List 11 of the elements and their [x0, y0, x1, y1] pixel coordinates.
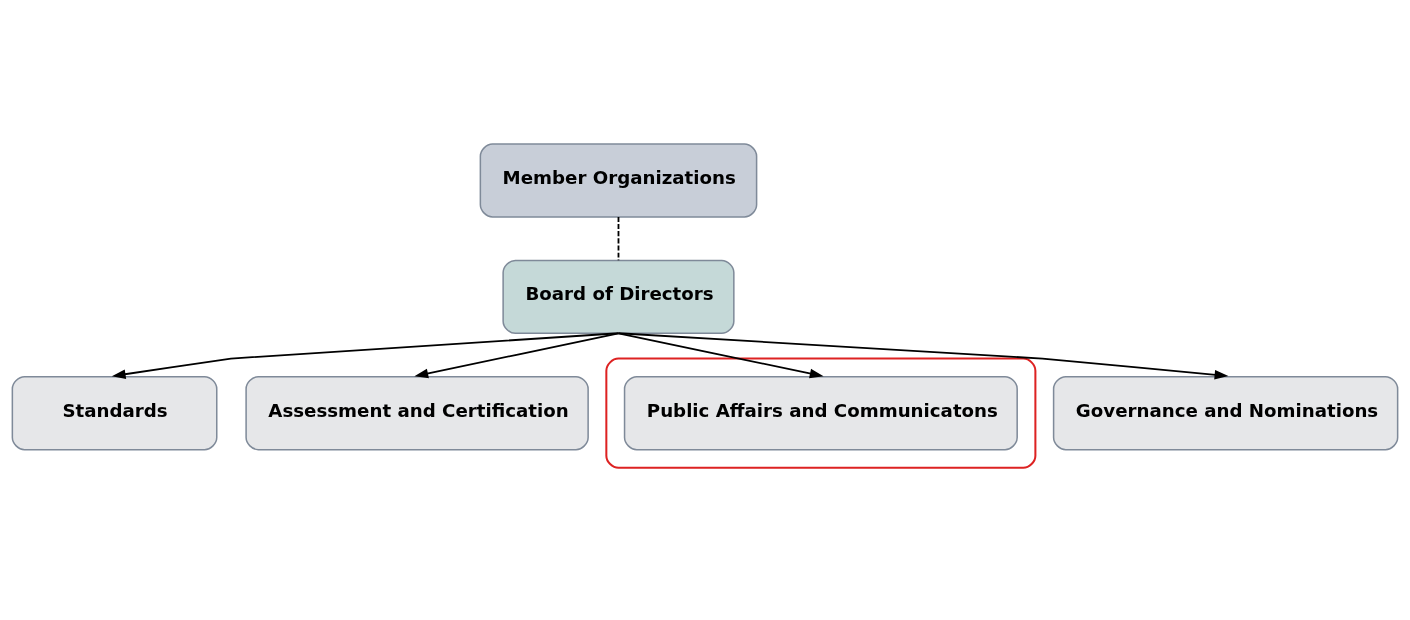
node-box: Governance and Nominations	[1052, 376, 1399, 451]
node-box: Assessment and Certification	[245, 376, 589, 451]
node-box: Member Organizations	[479, 143, 758, 218]
node-box: Public Affairs and Communicatons	[623, 376, 1018, 451]
arrow	[617, 332, 1229, 380]
arrow	[111, 332, 620, 379]
cluster	[605, 357, 1037, 469]
arrow	[617, 332, 824, 379]
arrow	[414, 332, 620, 379]
node-box: Standards	[11, 376, 218, 451]
node-box: Board of Directors	[502, 259, 735, 335]
